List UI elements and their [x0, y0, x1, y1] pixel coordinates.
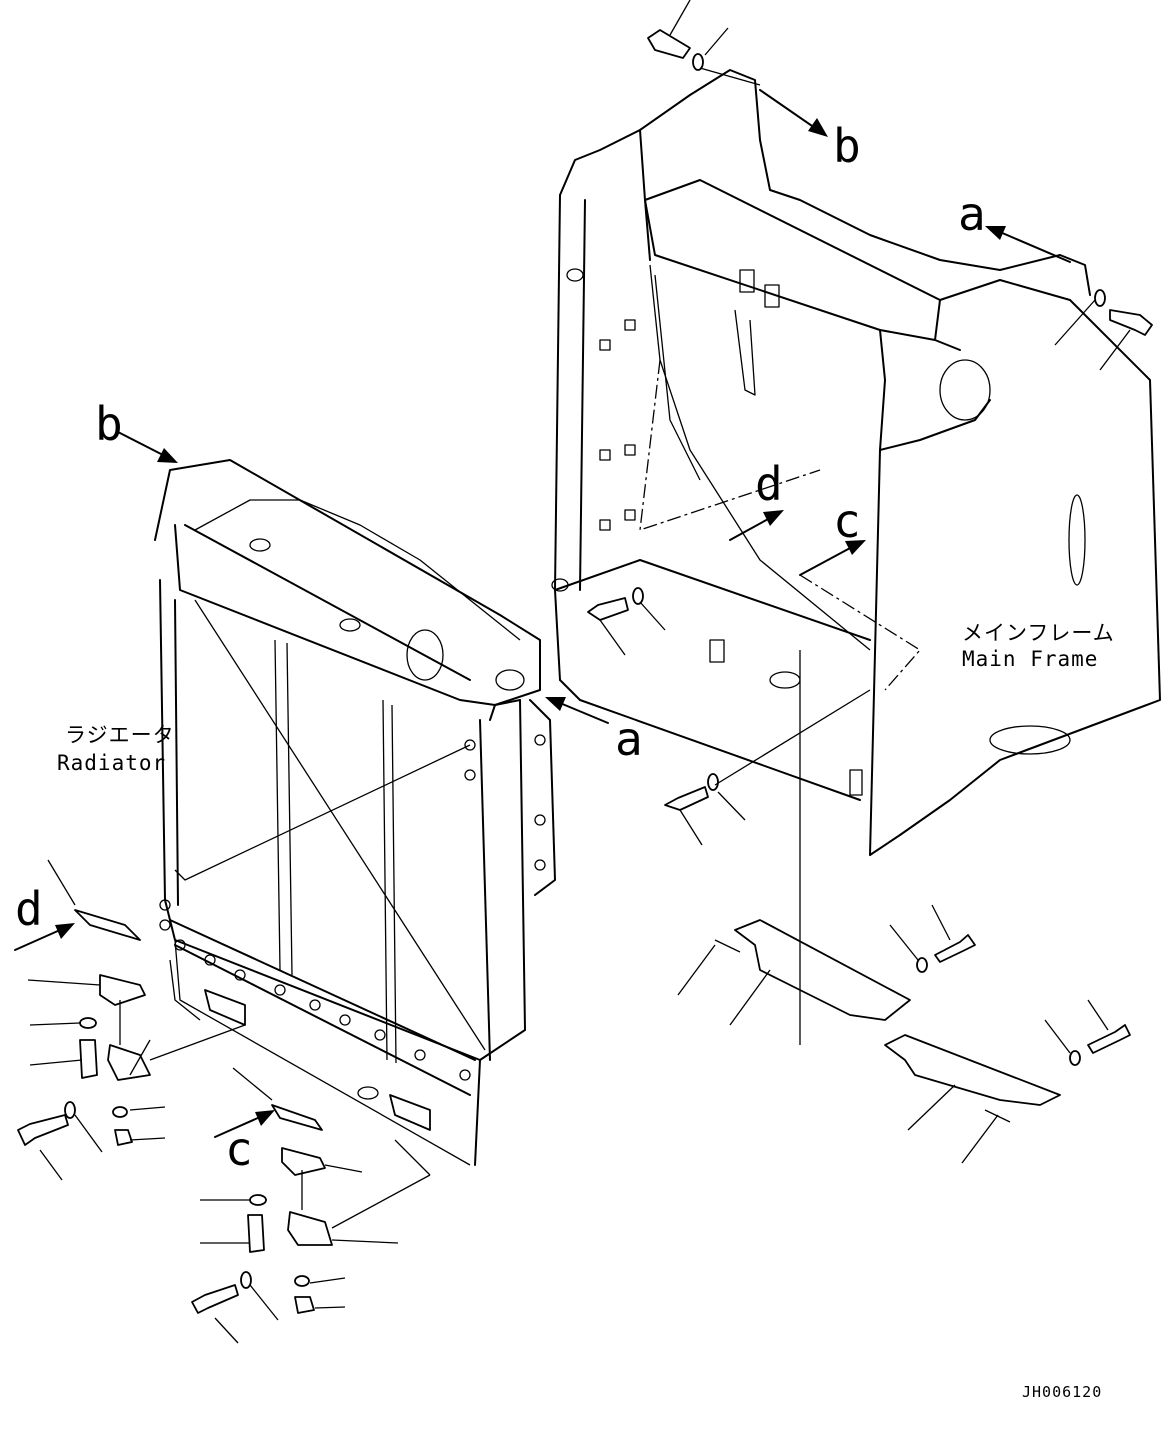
callout-letters: b a d c b a d c — [15, 119, 986, 1176]
callout-b-left: b — [95, 397, 123, 451]
mount-d-assembly — [17, 859, 246, 1181]
main-frame-label-en: Main Frame — [962, 647, 1098, 671]
callout-a-bottom: a — [615, 712, 643, 766]
radiator-label-en: Radiator — [57, 751, 166, 775]
callout-d-upper: d — [755, 457, 783, 511]
callout-a-top: a — [958, 187, 986, 241]
callout-d-lower: d — [15, 882, 43, 936]
mount-c-assembly — [191, 1067, 431, 1344]
radiator — [154, 459, 556, 1166]
part-labels: ラジエータ Radiator メインフレーム Main Frame JH0061… — [57, 621, 1115, 1401]
cover-plates — [714, 650, 1061, 1123]
main-frame-label-jp: メインフレーム — [962, 621, 1115, 645]
main-frame — [551, 69, 1161, 856]
callout-c-upper: c — [833, 494, 861, 548]
callout-c-lower: c — [225, 1122, 253, 1176]
callout-b-top: b — [833, 119, 861, 173]
drawing-code: JH006120 — [1022, 1383, 1102, 1401]
radiator-label-jp: ラジエータ — [65, 723, 175, 747]
reference-arrows — [14, 89, 1071, 1138]
frame-fasteners — [587, 0, 1153, 1164]
